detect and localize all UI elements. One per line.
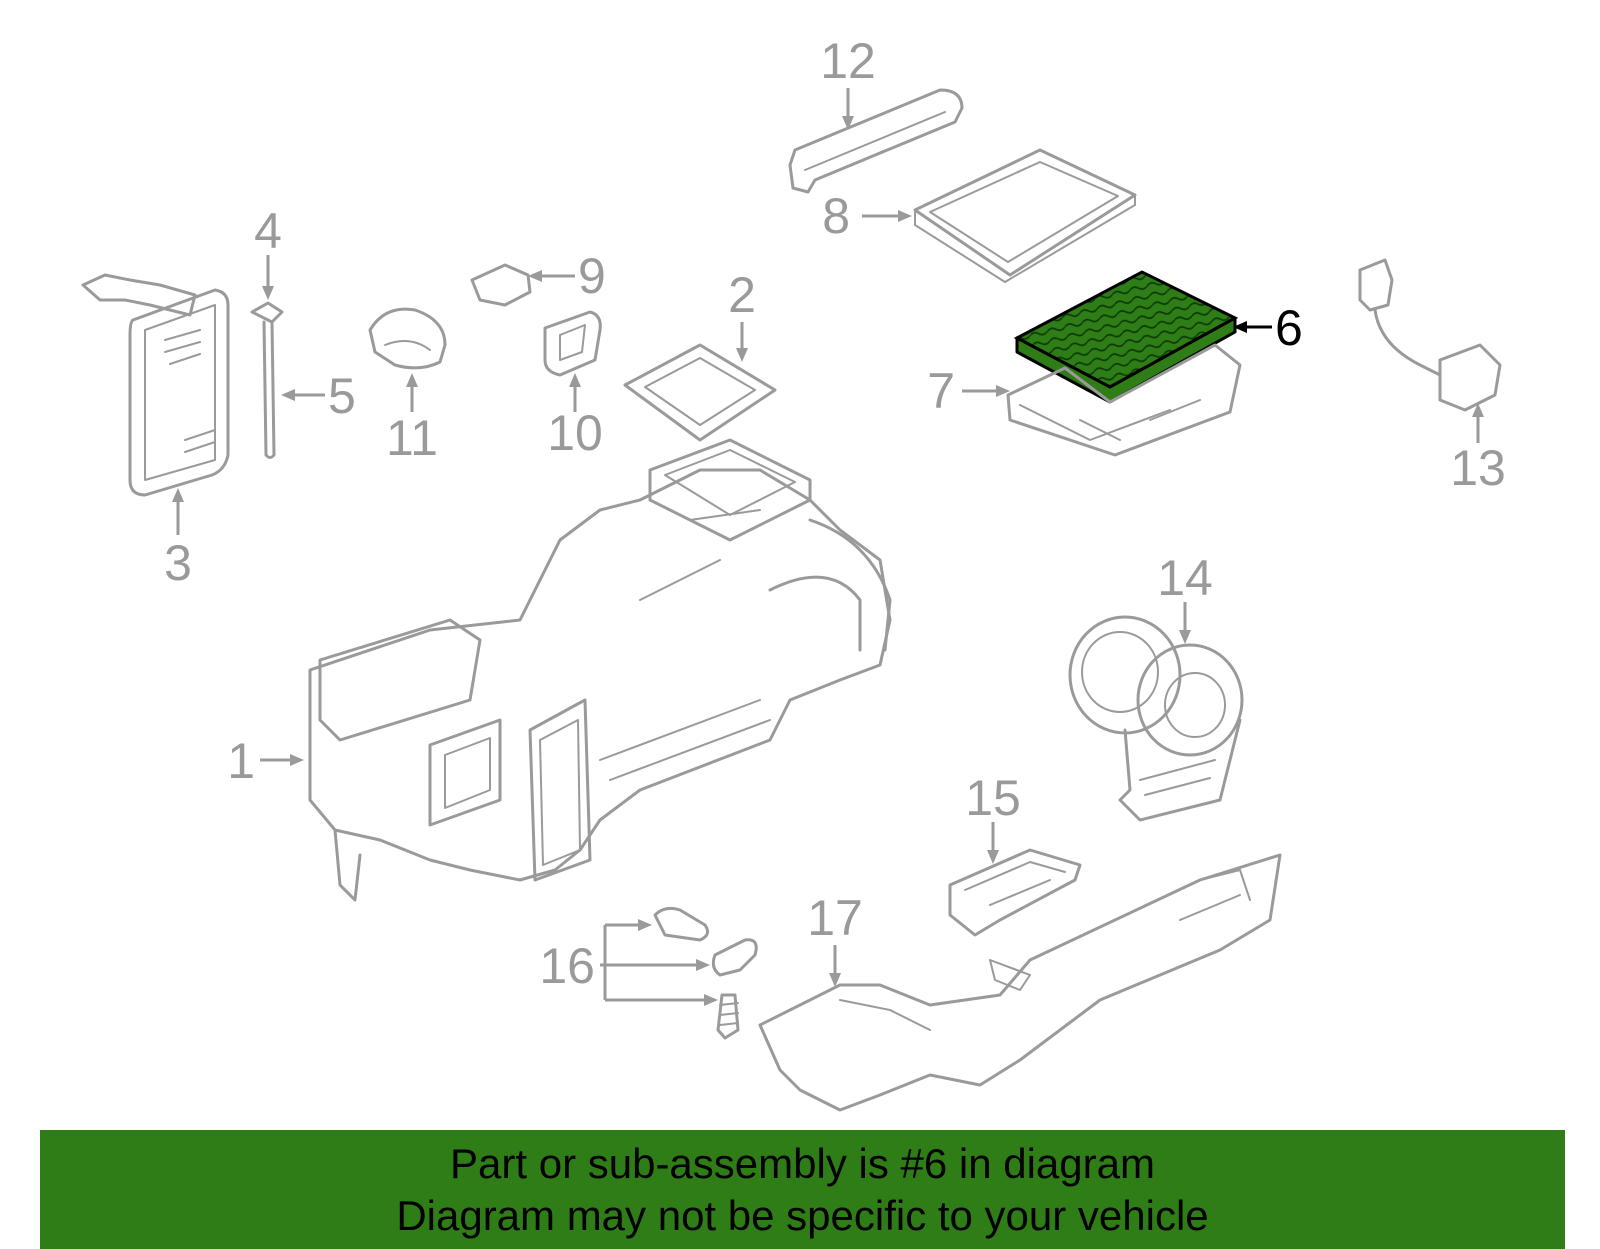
callout-1: 1 xyxy=(227,733,255,789)
part-3-heater-core xyxy=(81,273,230,497)
part-17-floor-duct xyxy=(758,853,1282,1112)
callout-9: 9 xyxy=(578,248,606,304)
part-8-tray xyxy=(913,148,1137,283)
part-15-bracket xyxy=(948,848,1082,937)
callout-6: 6 xyxy=(1275,300,1303,356)
part-12-duct xyxy=(788,88,964,194)
part-13-harness xyxy=(1358,258,1502,412)
callout-17: 17 xyxy=(807,890,863,946)
banner-line-1: Part or sub-assembly is #6 in diagram xyxy=(450,1139,1155,1187)
part-10-gasket xyxy=(543,310,602,377)
callout-7: 7 xyxy=(927,363,955,419)
part-9-clip xyxy=(470,263,532,307)
callout-16: 16 xyxy=(539,938,595,994)
callout-15: 15 xyxy=(965,770,1021,826)
part-4-5-seal xyxy=(250,301,284,459)
callout-4: 4 xyxy=(254,203,282,259)
callout-12: 12 xyxy=(820,33,876,89)
leader-lines xyxy=(172,88,1484,1006)
part-7-housing xyxy=(1006,343,1242,457)
part-11-clip xyxy=(368,307,447,370)
callout-13: 13 xyxy=(1450,440,1506,496)
callout-14: 14 xyxy=(1157,550,1213,606)
part-6-cabin-filter xyxy=(1013,270,1239,404)
part-2-gasket xyxy=(623,343,777,442)
callout-numbers: 12 8 6 7 9 4 5 2 11 10 3 13 14 1 15 16 1… xyxy=(164,33,1506,994)
part-14-blower-motor xyxy=(1068,615,1244,822)
info-banner: Part or sub-assembly is #6 in diagram Di… xyxy=(40,1130,1565,1249)
callout-10: 10 xyxy=(547,405,603,461)
callout-8: 8 xyxy=(822,188,850,244)
callout-11: 11 xyxy=(386,410,438,466)
callout-3: 3 xyxy=(164,535,192,591)
banner-line-2: Diagram may not be specific to your vehi… xyxy=(396,1191,1209,1239)
part-1-hvac-housing xyxy=(308,438,892,902)
callout-5: 5 xyxy=(328,368,356,424)
callout-2: 2 xyxy=(728,267,756,323)
part-16-clips xyxy=(653,906,758,1040)
